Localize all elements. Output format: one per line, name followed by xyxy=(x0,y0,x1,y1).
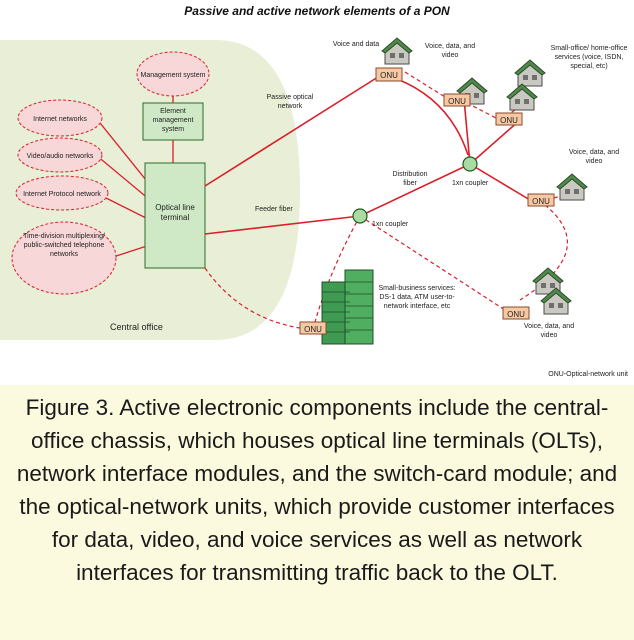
endpoint-label: Voice, data, and video xyxy=(424,43,476,59)
onu-label: ONU xyxy=(380,71,398,80)
coupler-1-label: 1xn coupler xyxy=(372,221,409,228)
olt-label: Optical line terminal xyxy=(155,203,195,222)
figure-caption: Figure 3. Active electronic components i… xyxy=(0,385,634,640)
olt-label-box: Optical line terminal xyxy=(155,203,195,222)
endpoint-label-box: Voice, data, and video xyxy=(523,323,575,339)
onu-small-business: ONU Small-business services: DS-1 data, … xyxy=(299,269,456,345)
fiber-links xyxy=(204,76,531,235)
onu-voice-data: ONU Voice and data xyxy=(332,37,413,82)
cloud-video-audio-networks: Video/audio networks xyxy=(17,137,103,173)
endpoint-label-box: Voice, data, and video xyxy=(568,149,620,165)
pon-label-box: Passive optical network xyxy=(266,94,314,110)
onu-label: ONU xyxy=(448,97,466,106)
management-system: Management system xyxy=(136,51,210,97)
coupler-2-label: 1xn coupler xyxy=(452,180,489,187)
distribution-fiber-label-box: Distribution fiber xyxy=(392,171,428,187)
endpoint-label: Voice and data xyxy=(332,41,380,48)
pon-diagram-svg: Passive and active network elements of a… xyxy=(0,4,628,378)
coupler-1: 1xn coupler xyxy=(352,208,409,228)
onu-voice-data-video-2: ONU Voice, data, and video xyxy=(527,149,620,207)
coupler-2: 1xn coupler xyxy=(452,156,489,187)
cloud-label: Video/audio networks xyxy=(27,153,94,160)
management-system-label: Management system xyxy=(141,72,206,79)
onu-legend: ONU-Optical-network unit xyxy=(548,371,628,378)
central-office-label: Central office xyxy=(110,322,163,332)
optical-line-terminal: Optical line terminal xyxy=(144,162,206,269)
cloud-label: Internet networks xyxy=(33,116,87,123)
onu-label: ONU xyxy=(304,325,322,334)
endpoint-label: Small-business services: DS-1 data, ATM … xyxy=(378,285,456,310)
diagram-title: Passive and active network elements of a… xyxy=(184,4,450,18)
endpoint-label: Voice, data, and video xyxy=(523,323,575,339)
endpoint-label: Small-office/ home-office services (voic… xyxy=(550,45,628,70)
ems-label-box: Element management system xyxy=(152,108,194,133)
cloud-ip-network: Internet Protocol network xyxy=(15,175,109,211)
feeder-fiber-label: Feeder fiber xyxy=(255,206,293,213)
onu-label: ONU xyxy=(500,116,518,125)
endpoint-label-box: Small-business services: DS-1 data, ATM … xyxy=(378,285,456,310)
distribution-fiber-label: Distribution fiber xyxy=(392,171,428,187)
endpoint-label-box: Small-office/ home-office services (voic… xyxy=(550,45,628,70)
cloud-internet-networks: Internet networks xyxy=(17,99,103,137)
onu-voice-data-video-1: ONU Voice, data, and video xyxy=(424,43,488,107)
onu-voice-data-video-3: ONU Voice, data, and video xyxy=(502,267,575,339)
endpoint-label-box: Voice, data, and video xyxy=(424,43,476,59)
endpoint-label: Voice, data, and video xyxy=(568,149,620,165)
onu-label: ONU xyxy=(532,197,550,206)
cloud-label: Time-division multiplexing/ public-switc… xyxy=(23,233,105,258)
element-management-system: Element management system xyxy=(142,102,204,141)
cloud-label: Internet Protocol network xyxy=(23,191,101,198)
onu-label: ONU xyxy=(507,310,525,319)
pon-diagram: Passive and active network elements of a… xyxy=(0,0,634,385)
onu-soho: ONU Small-office/ home-office services (… xyxy=(495,45,628,126)
cloud-label-box: Time-division multiplexing/ public-switc… xyxy=(23,233,105,258)
endpoint-label-box: Voice and data xyxy=(332,41,380,48)
pon-label: Passive optical network xyxy=(266,94,314,110)
cloud-tdm-pstn: Time-division multiplexing/ public-switc… xyxy=(11,221,117,295)
office-building xyxy=(321,269,374,345)
ems-label: Element management system xyxy=(152,108,194,133)
